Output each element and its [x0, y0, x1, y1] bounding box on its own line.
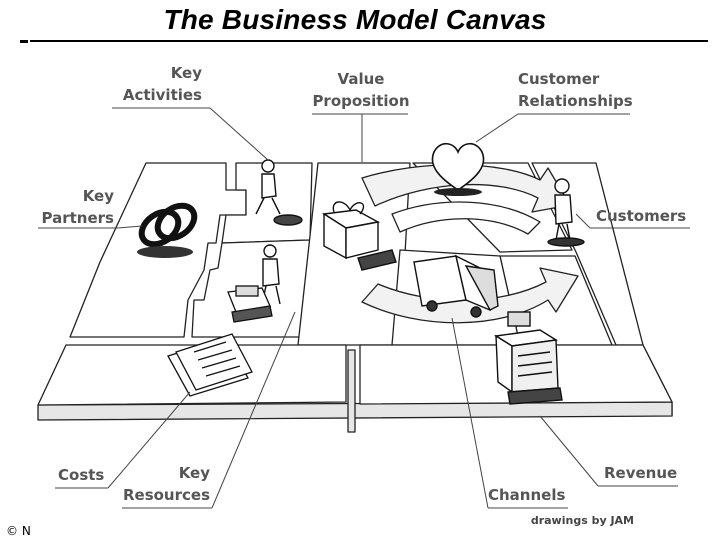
customer-icon	[547, 178, 585, 247]
credit-text: drawings by JAM	[530, 514, 634, 527]
inner-arrow-band	[391, 201, 541, 235]
bottom-left-depth	[347, 349, 356, 433]
label-customers: Customers	[596, 207, 687, 225]
page-title: The Business Model Canvas	[163, 4, 547, 35]
label-key-resources: Key Resources	[122, 464, 210, 504]
label-revenue: Revenue	[604, 464, 678, 482]
cash-register-icon	[493, 311, 563, 405]
label-key-partners: Key Partners	[41, 187, 114, 227]
title-rule-tick	[20, 40, 28, 43]
label-channels: Channels	[488, 486, 566, 504]
label-costs: Costs	[58, 466, 105, 484]
title-rule	[30, 40, 708, 42]
label-customer-relationships: Customer Relationships	[518, 70, 633, 110]
leader-lines	[38, 107, 690, 509]
person-icon	[261, 244, 281, 305]
rings-icon	[137, 202, 198, 258]
machine-icon	[227, 285, 273, 323]
documents-icon	[167, 333, 253, 397]
label-value-proposition: Value Proposition	[312, 70, 410, 110]
worker-icon	[255, 159, 303, 226]
label-key-activities: Key Activities	[122, 64, 202, 104]
truck-icon	[413, 254, 499, 318]
top-arrow	[361, 164, 571, 213]
heart-icon	[431, 142, 485, 191]
heart-shadow	[434, 188, 482, 196]
copyright-text: © N	[6, 524, 31, 538]
gift-box-icon	[321, 201, 397, 271]
